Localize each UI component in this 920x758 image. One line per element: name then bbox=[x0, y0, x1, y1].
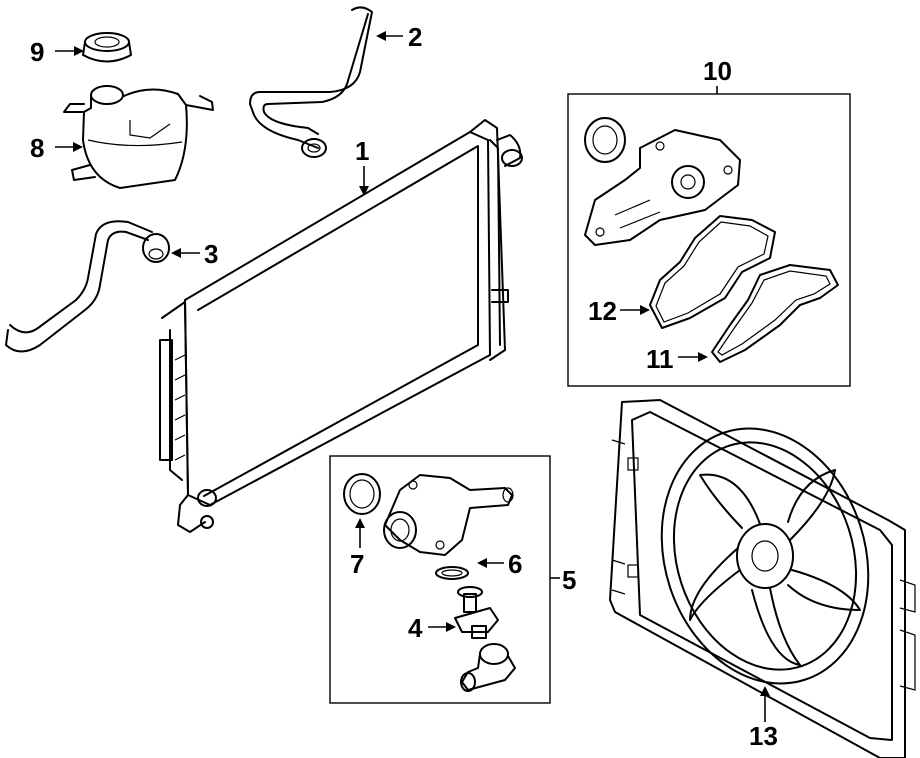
radiator bbox=[159, 119, 523, 533]
thermostat-gasket bbox=[435, 566, 469, 580]
reservoir-cap bbox=[82, 32, 132, 63]
thermostat bbox=[454, 586, 499, 639]
callout-7-label: 7 bbox=[350, 549, 364, 579]
water-pump-group-box bbox=[567, 93, 851, 387]
o-ring bbox=[343, 473, 381, 515]
callout-2-label: 2 bbox=[408, 22, 422, 52]
thermostat-housing bbox=[383, 474, 514, 556]
callout-3: 3 bbox=[171, 239, 218, 269]
callout-11: 11 bbox=[646, 344, 708, 374]
callout-2: 2 bbox=[376, 22, 422, 52]
callout-12-label: 12 bbox=[588, 296, 617, 326]
coolant-outlet-elbow bbox=[460, 643, 516, 692]
fan-shroud-assembly bbox=[609, 399, 916, 758]
callout-3-label: 3 bbox=[204, 239, 218, 269]
callout-10: 10 bbox=[703, 56, 732, 94]
callout-1-label: 1 bbox=[355, 136, 369, 166]
callout-9-label: 9 bbox=[30, 37, 44, 67]
callout-9: 9 bbox=[30, 37, 84, 67]
callout-5-label: 5 bbox=[562, 565, 576, 595]
callout-8: 8 bbox=[30, 133, 83, 163]
water-pump-gasket-outer bbox=[711, 264, 839, 363]
callout-8-label: 8 bbox=[30, 133, 44, 163]
callout-4: 4 bbox=[408, 613, 456, 643]
callout-5: 5 bbox=[550, 565, 576, 595]
thermostat-group-box bbox=[329, 455, 551, 704]
callout-10-label: 10 bbox=[703, 56, 732, 86]
callout-13-label: 13 bbox=[749, 721, 778, 751]
callout-1: 1 bbox=[355, 136, 369, 196]
callout-11-label: 11 bbox=[646, 344, 674, 374]
water-pump-gasket-inner bbox=[649, 215, 776, 329]
callout-6-label: 6 bbox=[508, 549, 522, 579]
callout-13: 13 bbox=[749, 686, 778, 751]
lower-radiator-hose bbox=[5, 220, 170, 353]
water-pump bbox=[584, 117, 741, 246]
coolant-reservoir bbox=[63, 85, 214, 189]
callout-12: 12 bbox=[588, 296, 650, 326]
upper-radiator-hose bbox=[249, 6, 373, 158]
callout-6: 6 bbox=[477, 549, 522, 579]
callout-7: 7 bbox=[350, 518, 365, 579]
callout-4-label: 4 bbox=[408, 613, 423, 643]
